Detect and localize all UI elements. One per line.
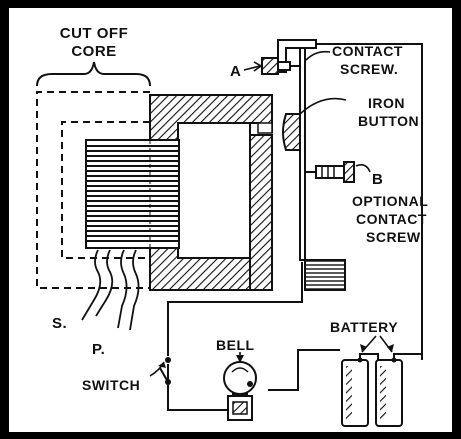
circuit-wiring	[159, 43, 423, 411]
label-optional: OPTIONAL	[352, 193, 428, 209]
wood-block	[304, 259, 346, 291]
armature	[277, 39, 317, 261]
label-s: S.	[52, 315, 67, 332]
coil-leads	[81, 249, 140, 331]
cut-off-core-brace	[36, 61, 151, 87]
label-optional-screw: SCREW	[366, 229, 421, 245]
label-button: BUTTON	[358, 113, 419, 129]
coil-winding	[85, 139, 180, 249]
cut-off-core-outline	[36, 91, 150, 289]
label-screw: SCREW.	[340, 61, 398, 77]
label-optional-contact: CONTACT	[356, 211, 427, 227]
label-iron: IRON	[368, 95, 405, 111]
label-p: P.	[92, 341, 105, 358]
battery-cells	[341, 357, 403, 427]
label-battery: BATTERY	[330, 319, 398, 335]
label-cut-off: CUT OFF	[60, 25, 129, 42]
switch-contact	[165, 357, 171, 363]
optional-contact-screw-b	[305, 161, 355, 183]
label-b: B	[372, 171, 383, 188]
label-contact: CONTACT	[332, 43, 403, 59]
label-switch: SWITCH	[82, 377, 140, 393]
arrowheads	[158, 344, 394, 368]
label-core: CORE	[71, 43, 116, 60]
switch-pivot	[165, 379, 171, 385]
label-bell: BELL	[216, 337, 255, 353]
label-a: A	[230, 63, 241, 80]
iron-button	[282, 113, 301, 151]
